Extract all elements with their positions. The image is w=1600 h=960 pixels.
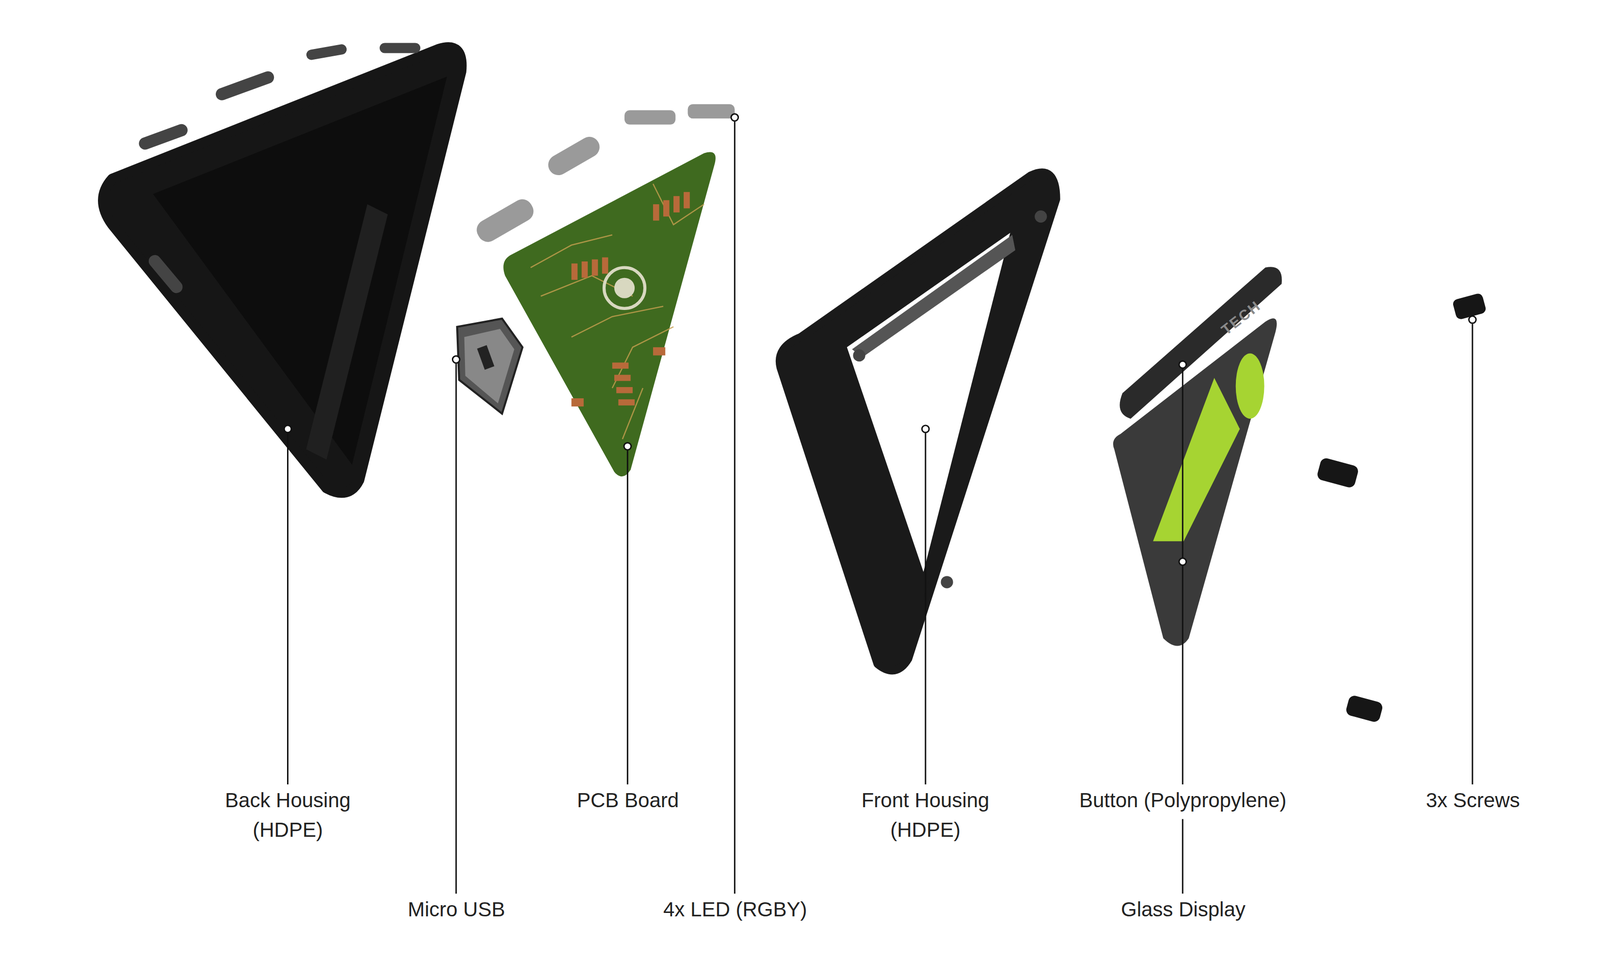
part-label: Front Housing (HDPE): [848, 785, 1003, 845]
part-label: 4x LED (RGBY): [663, 894, 807, 925]
screws: [1316, 292, 1488, 723]
front-housing: [779, 172, 1056, 671]
part-label: PCB Board: [576, 785, 679, 816]
micro-usb-connector: [457, 318, 523, 414]
part-label: Button (Polypropylene): [1079, 785, 1287, 816]
leader-lines: [284, 113, 1476, 894]
part-label: Micro USB: [407, 894, 506, 925]
part-label: 3x Screws: [1425, 785, 1520, 816]
back-housing: [103, 42, 462, 493]
pcb-board: [503, 151, 716, 477]
button-and-glass-display: [1113, 266, 1282, 646]
part-label: Back Housing (HDPE): [210, 785, 366, 845]
part-label: Glass Display: [1120, 894, 1246, 925]
